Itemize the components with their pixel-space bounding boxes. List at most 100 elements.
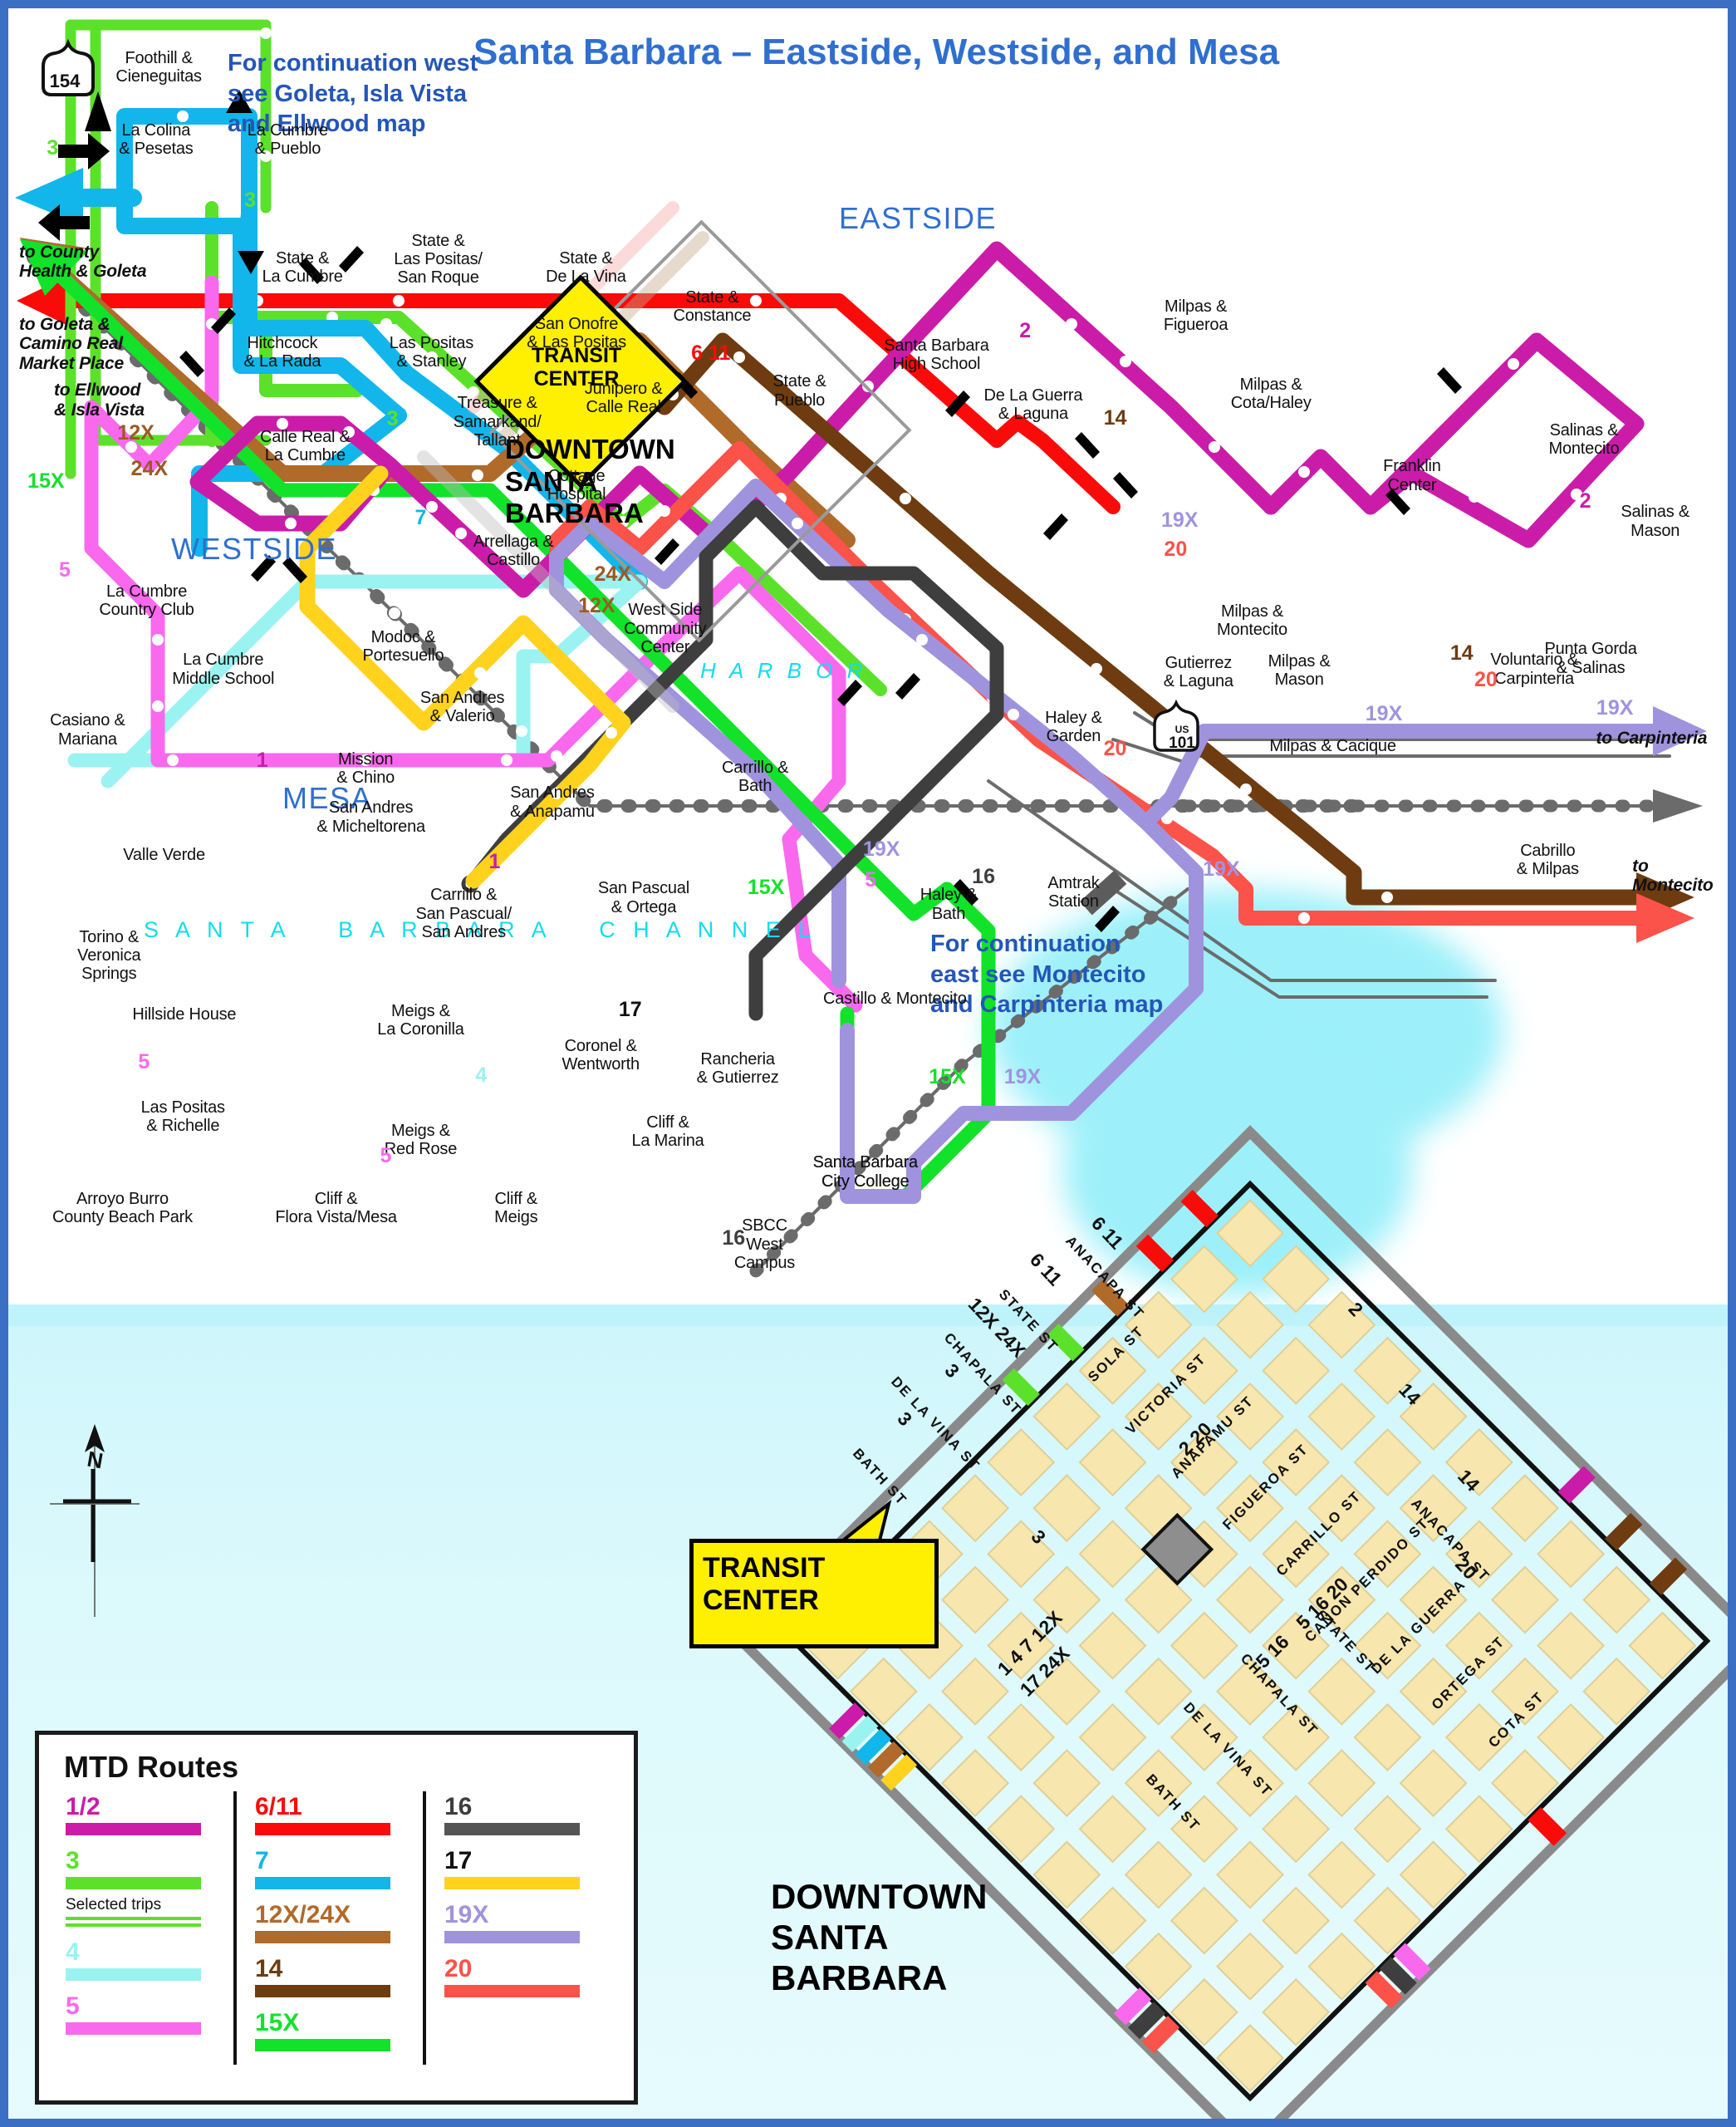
stop-label: Amtrak Station xyxy=(1047,873,1100,911)
svg-text:101: 101 xyxy=(1169,734,1195,752)
legend-item[interactable]: 14 xyxy=(255,1957,411,1997)
inset-city-block xyxy=(1032,1749,1101,1818)
route-17-line xyxy=(299,465,631,889)
area-label-eastside: EASTSIDE xyxy=(839,201,998,235)
route-number-marker: 20 xyxy=(1103,736,1127,760)
legend-selected-trips-line xyxy=(66,1923,201,1927)
stripe-6-11 xyxy=(1180,1189,1219,1228)
legend-color-swatch xyxy=(444,1985,580,1997)
inset-city-block xyxy=(1353,1886,1422,1955)
inset-city-block xyxy=(1353,1611,1422,1680)
inset-city-block xyxy=(941,1657,1010,1726)
inset-city-block xyxy=(1262,1977,1331,2046)
inset-city-block xyxy=(1444,1611,1513,1680)
stop-label: Modoc & Portesuello xyxy=(362,627,444,666)
inset-city-block xyxy=(1262,1520,1331,1589)
inset-city-block xyxy=(1537,1520,1606,1589)
inset-city-block xyxy=(1399,1382,1468,1451)
stop-label: Meigs & Red Rose xyxy=(384,1121,458,1158)
legend-item[interactable]: 15X xyxy=(255,2011,411,2051)
route-number-marker: 1 xyxy=(488,849,501,873)
stop-label: Cliff & Meigs xyxy=(494,1190,538,1227)
legend-item[interactable]: 12X/24X xyxy=(255,1903,411,1943)
stop-label: Treasure & Samarkand/ Tallant xyxy=(453,394,542,450)
map-canvas: .r{fill:none;stroke-linecap:round;stroke… xyxy=(8,8,1728,2119)
inset-city-block xyxy=(1399,1749,1468,1818)
inset-city-block xyxy=(1307,1749,1376,1818)
route-number-marker: 15X xyxy=(747,875,785,899)
stop-label: West Side Community Center xyxy=(624,601,707,657)
stop-label: Mission & Chino xyxy=(336,750,395,788)
inset-grid xyxy=(734,1125,1728,2119)
stop-label: Casiano & Mariana xyxy=(50,711,125,749)
inset-city-block xyxy=(1215,1932,1285,2001)
stop-label: San Onofre & Las Positas xyxy=(527,314,626,352)
inset-city-block xyxy=(1032,1565,1101,1634)
stop-label: La Cumbre Middle School xyxy=(172,651,275,688)
route-number-marker: 17 xyxy=(618,997,642,1021)
route-number-marker: 1 xyxy=(256,749,268,773)
stop-label: Junipero & Calle Real xyxy=(584,379,663,416)
area-label-westside: WESTSIDE xyxy=(171,532,338,566)
inset-city-block xyxy=(1215,2024,1285,2093)
stop-label: State & De La Vina xyxy=(546,248,626,286)
stop-label: Hillside House xyxy=(132,1005,237,1024)
inset-city-block xyxy=(1262,1428,1331,1497)
stop-label: State & Las Positas/ San Roque xyxy=(394,231,483,287)
inset-city-block xyxy=(1032,1657,1101,1726)
stop-label: Haley & Garden xyxy=(1045,708,1102,746)
route-number-marker: 15X xyxy=(929,1064,966,1088)
route-number-marker: 14 xyxy=(1449,641,1474,665)
inset-city-block xyxy=(1124,1290,1193,1359)
inset-city-block xyxy=(1444,1795,1513,1864)
legend-color-swatch xyxy=(444,1931,580,1943)
inset-city-block xyxy=(1215,1474,1285,1543)
legend-route-label: 19X xyxy=(444,1901,489,1928)
inset-city-block xyxy=(1170,1245,1238,1314)
inset-city-block xyxy=(1078,1795,1147,1864)
sea-label-harbor: H A R B O R xyxy=(700,658,867,683)
legend-item[interactable]: 5 xyxy=(66,1994,222,2035)
inset-city-block xyxy=(1170,1336,1238,1405)
stop-label: Milpas & Cacique xyxy=(1269,736,1396,755)
inset-city-block xyxy=(1170,1611,1238,1680)
stop-label: San Andres & Valerio xyxy=(419,688,505,725)
inset-city-block xyxy=(1262,1886,1331,1955)
route-number-marker: 20 xyxy=(1474,668,1498,692)
legend-item[interactable]: 19X xyxy=(444,1903,601,1943)
stripe-6-11b xyxy=(1135,1234,1174,1272)
inset-city-block xyxy=(1307,1474,1376,1543)
inset-city-block xyxy=(1353,1428,1422,1497)
inset-city-block xyxy=(1307,1382,1376,1451)
legend-item[interactable]: 7 xyxy=(255,1849,411,1889)
legend-color-swatch xyxy=(255,2039,390,2051)
compass-rose: N xyxy=(50,1424,140,1617)
stop-label: Arrellaga & Castillo xyxy=(473,532,554,570)
inset-city-block xyxy=(1078,1428,1147,1497)
stop-label: Las Positas & Stanley xyxy=(389,333,474,371)
transit-center-callout-label: TRANSIT CENTER xyxy=(703,1552,826,1617)
legend-item[interactable]: 20 xyxy=(444,1957,601,1997)
legend-item[interactable]: 1/2 xyxy=(66,1795,222,1835)
stripe-14-top xyxy=(1605,1512,1643,1551)
legend-route-label: 3 xyxy=(66,1847,80,1874)
inset-city-block xyxy=(987,1795,1056,1864)
legend-title: MTD Routes xyxy=(64,1750,238,1784)
legend-item[interactable]: 16 xyxy=(444,1795,601,1835)
inset-transit-center-marker xyxy=(1140,1512,1214,1586)
stripe-5-bottom xyxy=(1113,1987,1152,2026)
legend-item[interactable]: 17 xyxy=(444,1849,601,1889)
stop-label: La Cumbre & Pueblo xyxy=(247,120,328,159)
transit-center-label: TRANSIT CENTER xyxy=(531,344,622,391)
route-number-marker: 24X xyxy=(594,562,631,586)
stripe-3 xyxy=(1047,1324,1085,1362)
legend-item[interactable]: 4 xyxy=(66,1940,222,1981)
inset-city-block xyxy=(1078,1520,1147,1589)
stop-label: Santa Barbara City College xyxy=(812,1153,919,1191)
stop-label: Foothill & Cieneguitas xyxy=(115,48,202,86)
stop-label: San Pascual & Ortega xyxy=(597,879,689,916)
inset-city-block xyxy=(1582,1565,1651,1634)
legend-item[interactable]: 6/11 xyxy=(255,1795,411,1835)
